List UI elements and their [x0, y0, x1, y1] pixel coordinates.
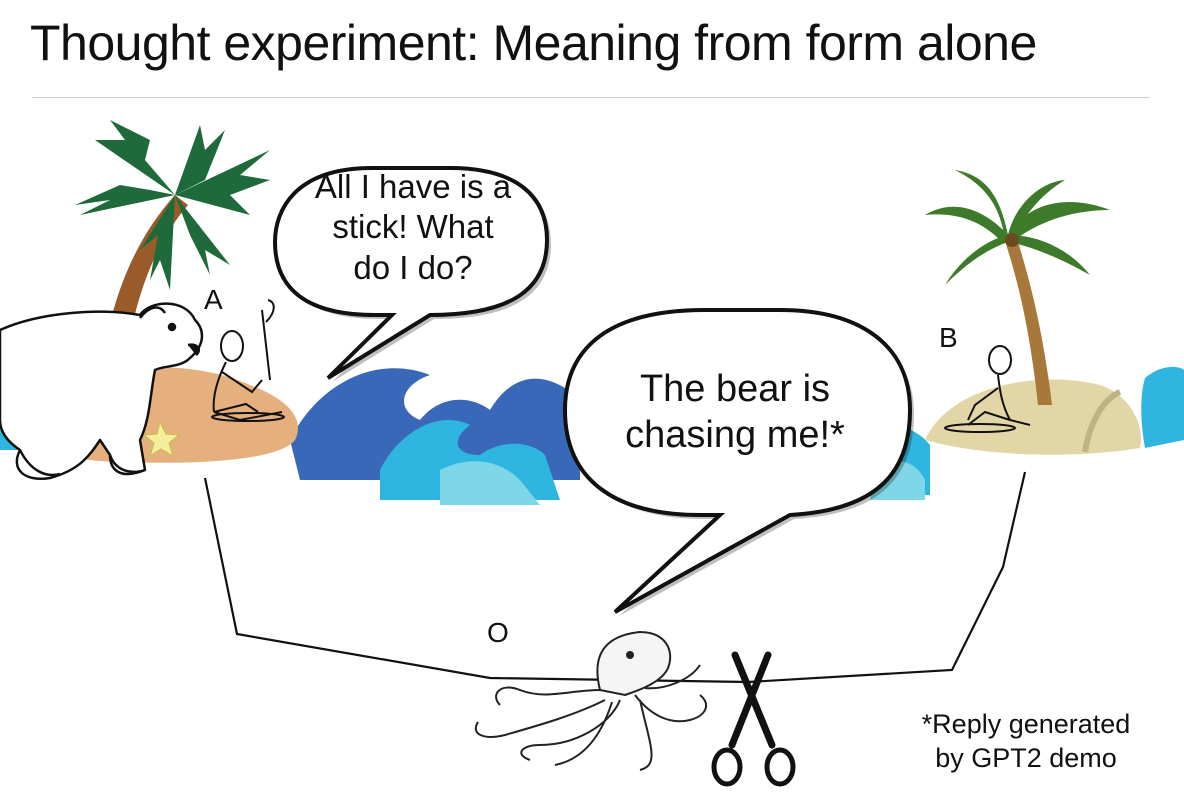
right-island [925, 379, 1141, 455]
person-b-label: B [939, 322, 958, 353]
footnote-line2: by GPT2 demo [935, 742, 1117, 773]
title-divider [32, 97, 1150, 98]
footnote: *Reply generated by GPT2 demo [876, 708, 1176, 776]
speech-bubble-a-line3: do I do? [353, 248, 473, 286]
polar-bear [0, 302, 204, 481]
right-palm-tree [925, 170, 1110, 405]
speech-bubble-a-line1: All I have is a [314, 168, 512, 205]
speech-bubble-o [562, 308, 914, 616]
person-a-figure [211, 299, 285, 422]
speech-bubble-a-text: All I have is a stick! What do I do? [282, 167, 544, 288]
footnote-line1: *Reply generated [921, 709, 1131, 739]
speech-bubble-o-text: The bear is chasing me!* [575, 366, 895, 459]
speech-bubble-a-line2: stick! What [332, 208, 494, 246]
slide-title: Thought experiment: Meaning from form al… [30, 15, 1037, 71]
person-b-figure [944, 345, 1031, 433]
octopus [475, 630, 708, 771]
speech-bubble-o-line2: chasing me!* [625, 414, 845, 457]
octopus-label: O [487, 617, 509, 648]
speech-bubble-a [272, 166, 551, 382]
speech-bubble-o-line1: The bear is [639, 368, 831, 410]
left-palm-tree [75, 120, 270, 410]
scissors-icon [711, 651, 796, 787]
person-a-label: A [204, 284, 223, 315]
